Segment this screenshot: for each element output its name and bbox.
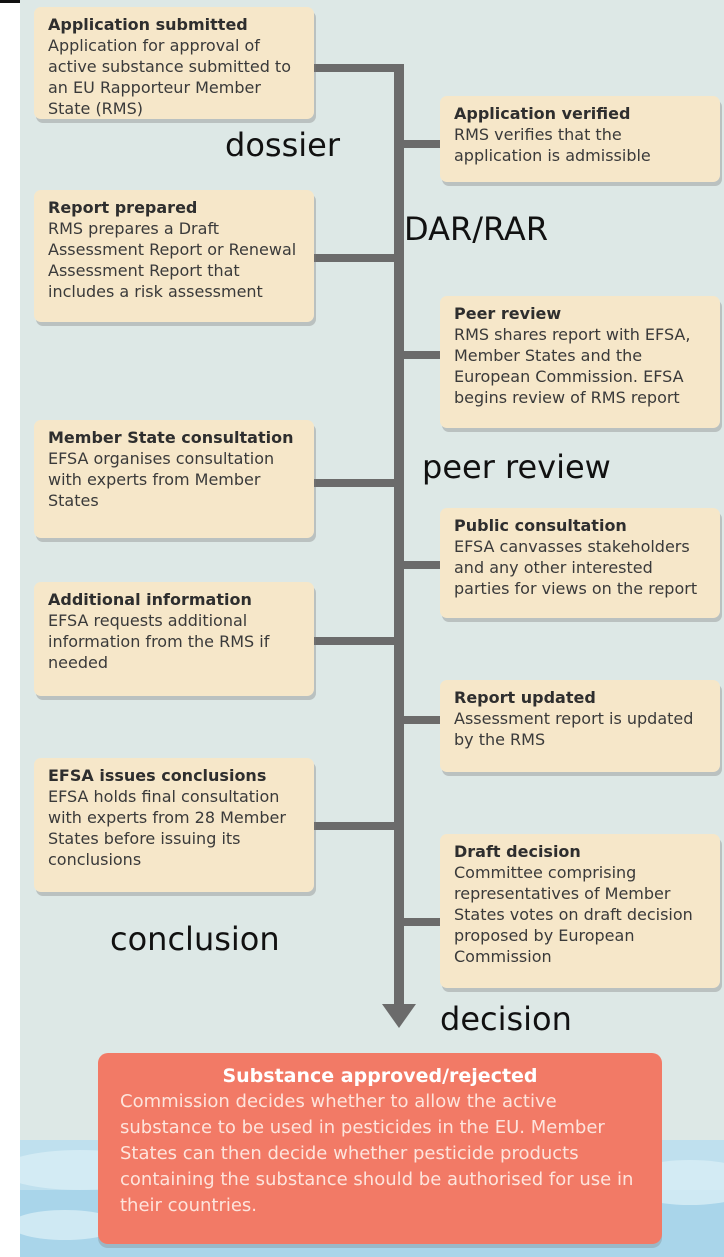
step-efsa-issues-conclusions: EFSA issues conclusions EFSA holds final… bbox=[34, 758, 314, 892]
step-public-consultation: Public consultation EFSA canvasses stake… bbox=[440, 508, 720, 618]
step-title: Peer review bbox=[454, 304, 562, 323]
step-application-submitted: Application submitted Application for ap… bbox=[34, 7, 314, 119]
stage-label-peer-review: peer review bbox=[422, 448, 611, 486]
step-description: Assessment report is updated by the RMS bbox=[454, 709, 694, 749]
connector-line bbox=[314, 254, 404, 262]
step-report-updated: Report updated Assessment report is upda… bbox=[440, 680, 720, 772]
step-draft-decision: Draft decision Committee comprising repr… bbox=[440, 834, 720, 988]
connector-line bbox=[394, 351, 440, 359]
connector-line bbox=[394, 140, 440, 148]
connector-line bbox=[314, 822, 404, 830]
step-description: RMS shares report with EFSA, Member Stat… bbox=[454, 325, 691, 407]
step-title: Member State consultation bbox=[48, 428, 294, 447]
step-description: EFSA requests additional information fro… bbox=[48, 611, 270, 672]
step-title: Report updated bbox=[454, 688, 596, 707]
step-title: Application submitted bbox=[48, 15, 248, 34]
final-outcome-box: Substance approved/rejected Commission d… bbox=[98, 1053, 662, 1244]
step-additional-information: Additional information EFSA requests add… bbox=[34, 582, 314, 696]
stage-label-conclusion: conclusion bbox=[110, 920, 280, 958]
step-description: Committee comprising representatives of … bbox=[454, 863, 693, 966]
stage-label-dar-rar: DAR/RAR bbox=[404, 210, 549, 248]
stage-label-decision: decision bbox=[440, 1000, 572, 1038]
step-member-state-consultation: Member State consultation EFSA organises… bbox=[34, 420, 314, 538]
step-description: RMS verifies that the application is adm… bbox=[454, 125, 651, 165]
flowchart-panel: Application submitted Application for ap… bbox=[20, 0, 724, 1257]
step-description: EFSA organises consultation with experts… bbox=[48, 449, 275, 510]
timeline-arrowhead bbox=[382, 1004, 416, 1028]
stage-label-dossier: dossier bbox=[225, 126, 340, 164]
final-description: Commission decides whether to allow the … bbox=[120, 1091, 634, 1216]
step-description: EFSA canvasses stakeholders and any othe… bbox=[454, 537, 698, 598]
step-description: RMS prepares a Draft Assessment Report o… bbox=[48, 219, 297, 301]
step-peer-review: Peer review RMS shares report with EFSA,… bbox=[440, 296, 720, 428]
step-title: Public consultation bbox=[454, 516, 627, 535]
connector-line bbox=[314, 64, 404, 72]
final-title: Substance approved/rejected bbox=[222, 1065, 538, 1087]
step-title: EFSA issues conclusions bbox=[48, 766, 267, 785]
timeline-spine bbox=[394, 64, 404, 1008]
step-title: Draft decision bbox=[454, 842, 581, 861]
step-title: Application verified bbox=[454, 104, 631, 123]
connector-line bbox=[394, 918, 440, 926]
step-description: Application for approval of active subst… bbox=[48, 36, 291, 118]
connector-line bbox=[394, 561, 440, 569]
step-report-prepared: Report prepared RMS prepares a Draft Ass… bbox=[34, 190, 314, 322]
connector-line bbox=[314, 637, 404, 645]
step-description: EFSA holds final consultation with exper… bbox=[48, 787, 286, 869]
step-title: Additional information bbox=[48, 590, 252, 609]
connector-line bbox=[394, 716, 440, 724]
connector-line bbox=[314, 479, 404, 487]
step-application-verified: Application verified RMS verifies that t… bbox=[440, 96, 720, 182]
step-title: Report prepared bbox=[48, 198, 198, 217]
